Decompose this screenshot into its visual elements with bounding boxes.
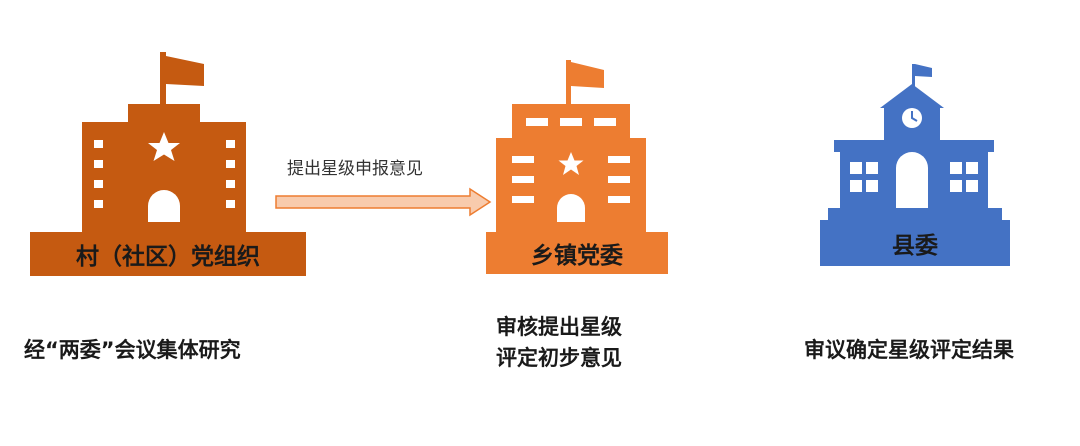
county-door	[896, 152, 928, 208]
county-badge-label: 县委	[892, 233, 938, 259]
town-flag-pole	[566, 60, 571, 112]
town-badge	[486, 232, 668, 274]
county-building-details	[850, 108, 978, 208]
village-flag	[166, 56, 204, 86]
town-door	[557, 194, 585, 222]
town-caption-line-1: 审核提出星级	[496, 315, 622, 339]
arrow-label: 提出星级申报意见	[287, 159, 423, 179]
town-star-icon	[558, 152, 584, 175]
village-caption-line: 经“两委”会议集体研究	[24, 338, 241, 362]
county-flag	[915, 64, 932, 77]
submit-arrow	[275, 187, 492, 217]
county-flag-pole	[912, 64, 915, 88]
village-star-icon	[148, 132, 180, 161]
arrow-shape	[275, 187, 492, 217]
town-building-details	[512, 118, 630, 222]
village-badge-label: 村（社区）党组织	[76, 243, 260, 270]
county-caption: 审议确定星级评定结果	[804, 334, 1014, 364]
town-caption: 审核提出星级 评定初步意见	[496, 312, 622, 374]
town-flag	[571, 62, 604, 88]
village-building-details	[94, 132, 235, 222]
town-badge-label: 乡镇党委	[531, 242, 623, 269]
town-caption-line-2: 评定初步意见	[496, 346, 622, 370]
village-caption: 经“两委”会议集体研究	[24, 334, 241, 364]
village-door	[148, 190, 180, 222]
town-building-icon	[486, 60, 668, 274]
county-caption-line: 审议确定星级评定结果	[804, 338, 1014, 362]
village-flag-pole	[160, 52, 166, 110]
village-building-icon	[30, 52, 306, 276]
county-badge	[820, 220, 1010, 266]
village-badge	[30, 232, 306, 276]
